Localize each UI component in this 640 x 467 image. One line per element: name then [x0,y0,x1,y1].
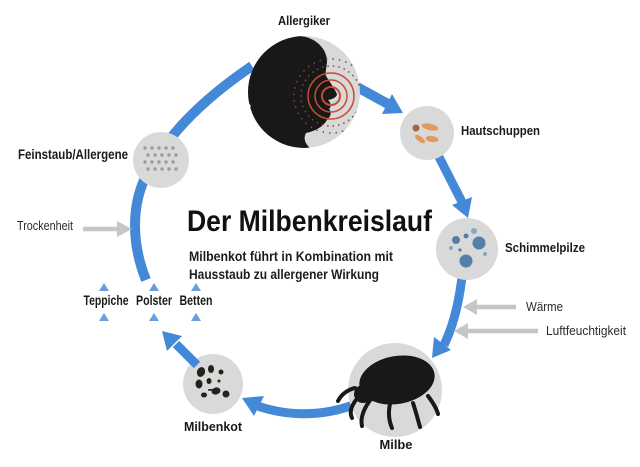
triangle-up-icon [149,283,159,291]
location-teppiche-label: Teppiche [84,292,129,308]
dust-dots-icon [143,146,178,171]
diagram-title: Der Milbenkreislauf [187,205,433,238]
location-betten-label: Betten [180,292,213,308]
diagram-subtitle-line2: Hausstaub zu allergener Wirkung [189,266,379,282]
milbenkot-label: Milbenkot [184,419,243,434]
luftfeuchtigkeit-arrowhead [454,323,468,339]
head-profile-icon [248,36,337,148]
triangle-up-icon [191,313,201,321]
mite-icon [336,355,440,430]
triangle-up-icon [99,283,109,291]
feinstaub-label: Feinstaub/Allergene [18,146,128,162]
arrow-milbenkot-to-locations [162,331,201,369]
arrowhead-to-milbe [432,337,451,358]
luftfeuchtigkeit-label: Luftfeuchtigkeit [546,323,626,338]
schimmelpilze-label: Schimmelpilze [505,240,585,255]
droppings-icon [195,365,230,398]
arrow-hautschuppen-schimmelpilze-shaft [434,154,467,205]
triangle-up-icon [149,313,159,321]
hautschuppen-circle [400,106,454,160]
arrow-allergiker-hautschuppen-shaft [354,82,391,109]
cycle-arc-milbe-milbenkot [250,399,358,419]
arrowhead-to-schimmelpilze [452,197,472,218]
triangle-up-icon [99,313,109,321]
schimmelpilze-circle [436,218,498,280]
factor-arrows [83,221,538,339]
arrowhead-to-hautschuppen [382,94,403,114]
hautschuppen-label: Hautschuppen [461,123,540,138]
milbe-label: Milbe [380,437,413,452]
trockenheit-label: Trockenheit [17,218,73,233]
allergy-rings-icon [293,58,360,134]
location-polster-label: Polster [136,292,172,308]
cycle-arrows-front [162,331,451,416]
mold-spores-icon [449,228,487,268]
trockenheit-arrowhead [117,221,132,237]
cycle-arrowheads-back [382,94,472,218]
triangle-up-icon [191,283,201,291]
milbenkot-circle [183,354,243,414]
arrowhead-to-milbenkot [242,396,264,416]
diagram-subtitle-line1: Milbenkot führt in Kombination mit [189,248,393,264]
skin-flakes-icon [412,123,439,144]
allergiker-label: Allergiker [278,13,330,28]
location-markers [99,283,201,321]
feinstaub-circle [133,132,189,188]
waerme-label: Wärme [526,299,563,314]
waerme-arrowhead [463,299,477,315]
